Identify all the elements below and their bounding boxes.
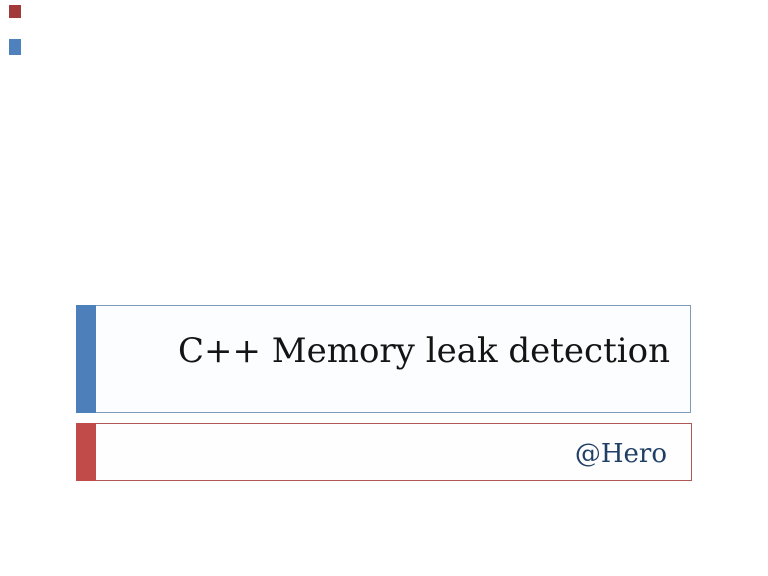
title-accent-bar <box>76 305 96 413</box>
slide-title: C++ Memory leak detection <box>177 331 670 371</box>
corner-red-square-icon <box>9 5 21 18</box>
title-box <box>76 305 691 413</box>
subtitle-accent-bar <box>76 423 96 481</box>
subtitle-box <box>76 423 692 481</box>
slide-author: @Hero <box>574 439 667 469</box>
corner-blue-square-icon <box>9 39 21 55</box>
